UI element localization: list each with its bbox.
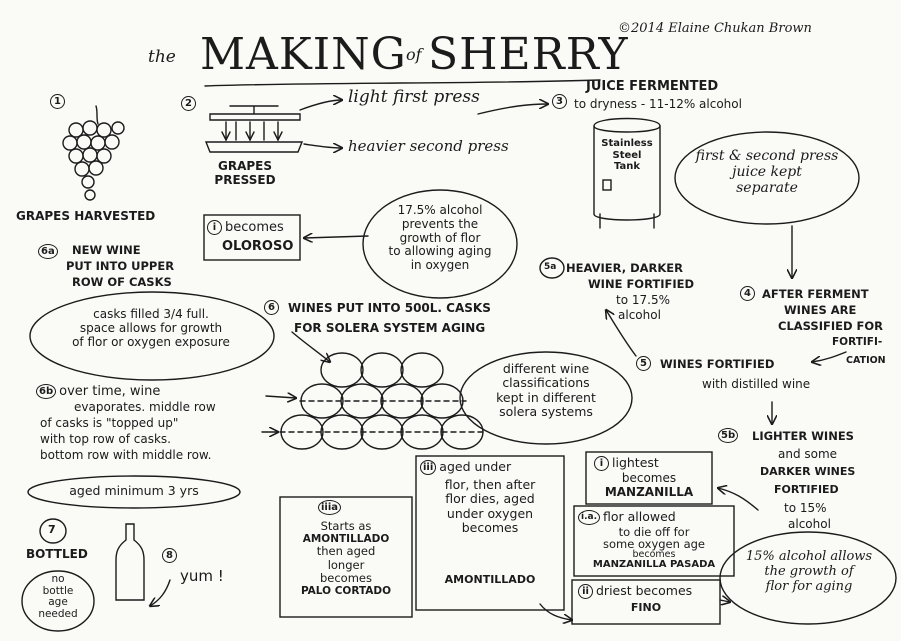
step-5b-line1: LIGHTER WINES	[752, 429, 854, 443]
step-5a-line3: to 17.5%	[616, 293, 670, 307]
title-the: the	[148, 47, 176, 67]
oloroso-line2: OLOROSO	[222, 239, 294, 254]
ii-box-result: FINO	[630, 601, 662, 614]
flor-note-ellipse	[362, 189, 518, 299]
step-6-line1: WINES PUT INTO 500L. CASKS	[288, 301, 491, 315]
step-5a-line4: alcohol	[618, 308, 661, 322]
step-6b-line2: evaporates. middle row	[74, 400, 216, 414]
step-4-line2: WINES ARE	[784, 303, 857, 317]
title-making: MAKING	[200, 29, 407, 80]
step-4-line4: FORTIFI-	[832, 336, 883, 348]
light-first-press-label: light first press	[348, 87, 480, 107]
step-5a-line2: WINE FORTIFIED	[588, 277, 695, 291]
step-3-line2: to dryness - 11-12% alcohol	[574, 97, 742, 111]
step-6-line2: FOR SOLERA SYSTEM AGING	[294, 321, 486, 335]
step-5b-line4: FORTIFIED	[774, 483, 839, 496]
iiia-box	[279, 496, 413, 618]
iiia-body: Starts as AMONTILLADO then aged longer b…	[300, 519, 392, 597]
step-6a-line3: ROW OF CASKS	[72, 275, 172, 289]
ia-box-body: to die off for some oxygen age becomes M…	[592, 525, 716, 571]
wine-press-icon	[204, 105, 304, 153]
step-7-number: 7	[48, 523, 56, 536]
iiia-number: iiia	[318, 500, 344, 515]
copyright-text: ©2014 Elaine Chukan Brown	[618, 21, 812, 36]
step-5b-number: 5b	[718, 428, 741, 443]
title-sherry: SHERRY	[428, 29, 629, 80]
i-box	[585, 451, 713, 505]
separate-ellipse	[674, 131, 860, 225]
solera-note-ellipse	[459, 351, 633, 445]
step-5-number: 5	[636, 356, 654, 371]
no-bottle-age-ellipse	[21, 570, 95, 632]
step-6b-line5: bottom row with middle row.	[40, 448, 212, 462]
s7-ring	[39, 518, 67, 544]
step-4-number: 4	[740, 286, 758, 301]
s5a-ring	[539, 257, 565, 279]
i-box-body: becomes MANZANILLA	[604, 471, 694, 499]
step-2-number: 2	[181, 96, 199, 111]
casks-note-ellipse	[29, 291, 275, 381]
step-5b-line3: DARKER WINES	[760, 465, 856, 478]
ia-box	[573, 505, 735, 577]
step-5a-number: 5a	[544, 262, 557, 272]
ii-box	[571, 579, 721, 625]
step-4-line3: CLASSIFIED FOR	[778, 319, 884, 333]
step-5-line2: with distilled wine	[702, 377, 811, 391]
steel-tank-icon	[593, 117, 661, 229]
step-5-line1: WINES FORTIFIED	[660, 357, 775, 371]
grape-cluster-icon	[62, 105, 125, 201]
oloroso-box	[203, 214, 301, 261]
step-6-number: 6	[264, 300, 282, 315]
step-5b-line5: to 15%	[784, 501, 827, 515]
casks-note: casks filled 3/4 full.space allows for g…	[72, 307, 230, 349]
title-underline	[204, 79, 601, 87]
step-5b-line2: and some	[778, 447, 838, 461]
title-of: of	[406, 45, 422, 64]
aged-minimum-note: aged minimum 3 yrs	[69, 483, 199, 498]
aged-min-ellipse	[27, 475, 241, 509]
cask-stack-icon	[279, 352, 487, 450]
step-8-label: yum !	[180, 567, 224, 585]
step-6b-line3: of casks is "topped up"	[40, 416, 179, 430]
step-6a-line1: NEW WINE	[72, 243, 141, 257]
step-6b-line4: with top row of casks.	[40, 432, 171, 446]
bottle-icon	[115, 523, 145, 601]
step-3-number: 3	[552, 94, 570, 109]
step-6a-number: 6a	[38, 244, 61, 259]
flor15-ellipse	[719, 531, 897, 625]
step-5a-line1: HEAVIER, DARKER	[566, 261, 683, 275]
step-7-label: BOTTLED	[26, 547, 88, 561]
step-1-label: GRAPES HARVESTED	[16, 209, 156, 223]
step-6a-line2: PUT INTO UPPER	[66, 259, 175, 273]
step-4-line1: AFTER FERMENT	[762, 287, 869, 301]
step-3-line1: JUICE FERMENTED	[586, 79, 719, 94]
step-8-number: 8	[162, 548, 180, 563]
heavier-second-press-label: heavier second press	[348, 137, 509, 155]
iii-box	[415, 455, 565, 611]
step-4-line5: CATION	[846, 355, 886, 366]
iii-result: AMONTILLADO	[444, 573, 536, 586]
ia-box-line1: i.a.flor allowed	[578, 509, 676, 525]
step-1-number: 1	[50, 94, 68, 109]
step-5b-line6: alcohol	[788, 517, 831, 531]
